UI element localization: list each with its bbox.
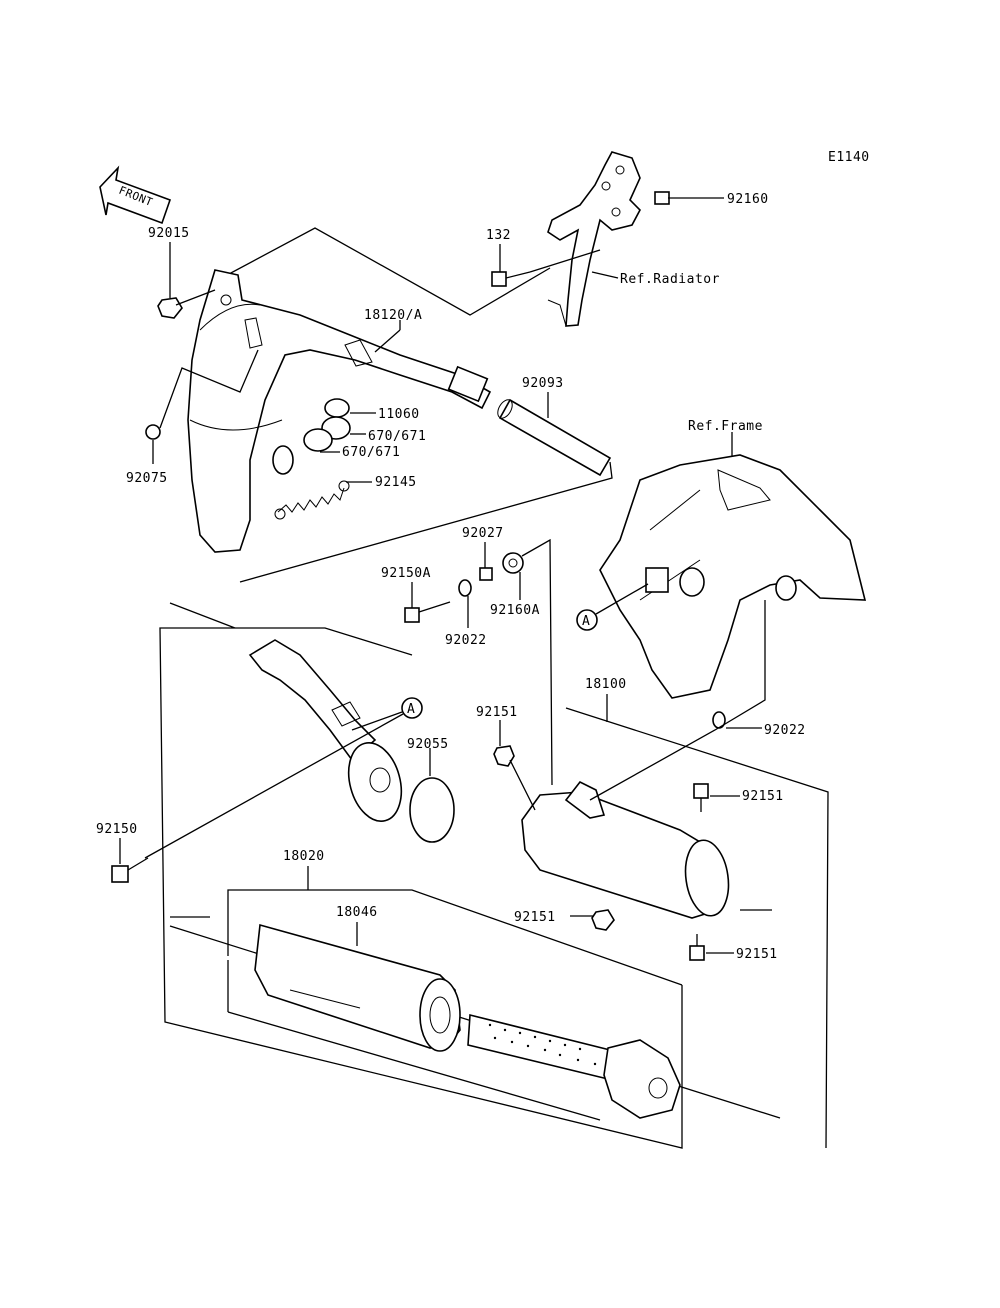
part-label-92055: 92055 <box>407 737 449 752</box>
part-label-92150: 92150 <box>96 822 138 837</box>
part-label-18120A: 18120/A <box>364 308 422 323</box>
part-label-92160: 92160 <box>727 192 769 207</box>
radiator-bracket <box>547 151 670 327</box>
frame-reference <box>599 454 867 699</box>
oring-11060-icon <box>324 398 350 418</box>
part-label-92151d: 92151 <box>736 947 778 962</box>
bolt-132-icon <box>491 271 531 287</box>
callout-marker-a-pipe <box>401 697 423 719</box>
part-label-92151c: 92151 <box>514 910 556 925</box>
part-label-92145: 92145 <box>375 475 417 490</box>
bolt-92151-b-icon <box>693 783 709 812</box>
exhaust-chamber-18120A <box>187 269 492 553</box>
callout-marker-a-frame <box>576 609 598 631</box>
part-label-670a: 670/671 <box>368 429 426 444</box>
part-label-92027: 92027 <box>462 526 504 541</box>
part-label-92022a: 92022 <box>445 633 487 648</box>
part-label-92022b: 92022 <box>764 723 806 738</box>
diagram-code: E1140 <box>828 150 870 165</box>
chamber-outlet-icon <box>272 445 294 475</box>
part-label-92151b: 92151 <box>742 789 784 804</box>
gasket-92055-icon <box>409 777 455 843</box>
part-label-92151a: 92151 <box>476 705 518 720</box>
part-label-92093: 92093 <box>522 376 564 391</box>
bolt-92151-d-icon <box>689 934 705 961</box>
part-label-92075: 92075 <box>126 471 168 486</box>
connector-pipe-92093-icon <box>497 398 612 477</box>
end-cap-icon <box>603 1039 681 1119</box>
bolt-92150-icon <box>111 857 149 883</box>
perforated-core-icon <box>467 1013 613 1082</box>
part-label-670b: 670/671 <box>342 445 400 460</box>
callout-marker-a-frame-text: A <box>582 614 590 629</box>
collar-92027-icon <box>479 567 493 581</box>
part-label-92160A: 92160A <box>490 603 540 618</box>
ref-frame-label: Ref.Frame <box>688 419 763 434</box>
part-label-18046: 18046 <box>336 905 378 920</box>
part-label-18020: 18020 <box>283 849 325 864</box>
grommet-92160A-icon <box>502 552 524 574</box>
grommet-92075-icon <box>145 424 161 440</box>
silencer-inlet-pipe <box>248 639 403 822</box>
part-label-18100: 18100 <box>585 677 627 692</box>
muffler-shell-18046 <box>254 923 461 1052</box>
washer-92022-a-icon <box>458 579 472 597</box>
part-label-92150A: 92150A <box>381 566 431 581</box>
callout-marker-a-pipe-text: A <box>407 702 415 717</box>
nut-92015-icon <box>157 297 183 319</box>
bolt-92151-a-icon <box>493 745 515 767</box>
bolt-92150A-icon <box>404 601 451 623</box>
bolt-92151-c-icon <box>591 909 615 931</box>
spring-92145-icon <box>274 480 350 520</box>
ring-670-b-icon <box>303 428 333 452</box>
front-arrow-icon: FRONT <box>99 165 172 225</box>
part-label-11060: 11060 <box>378 407 420 422</box>
ref-radiator-label: Ref.Radiator <box>620 272 720 287</box>
part-label-132: 132 <box>486 228 511 243</box>
part-label-92015: 92015 <box>148 226 190 241</box>
silencer-18100 <box>521 780 730 919</box>
